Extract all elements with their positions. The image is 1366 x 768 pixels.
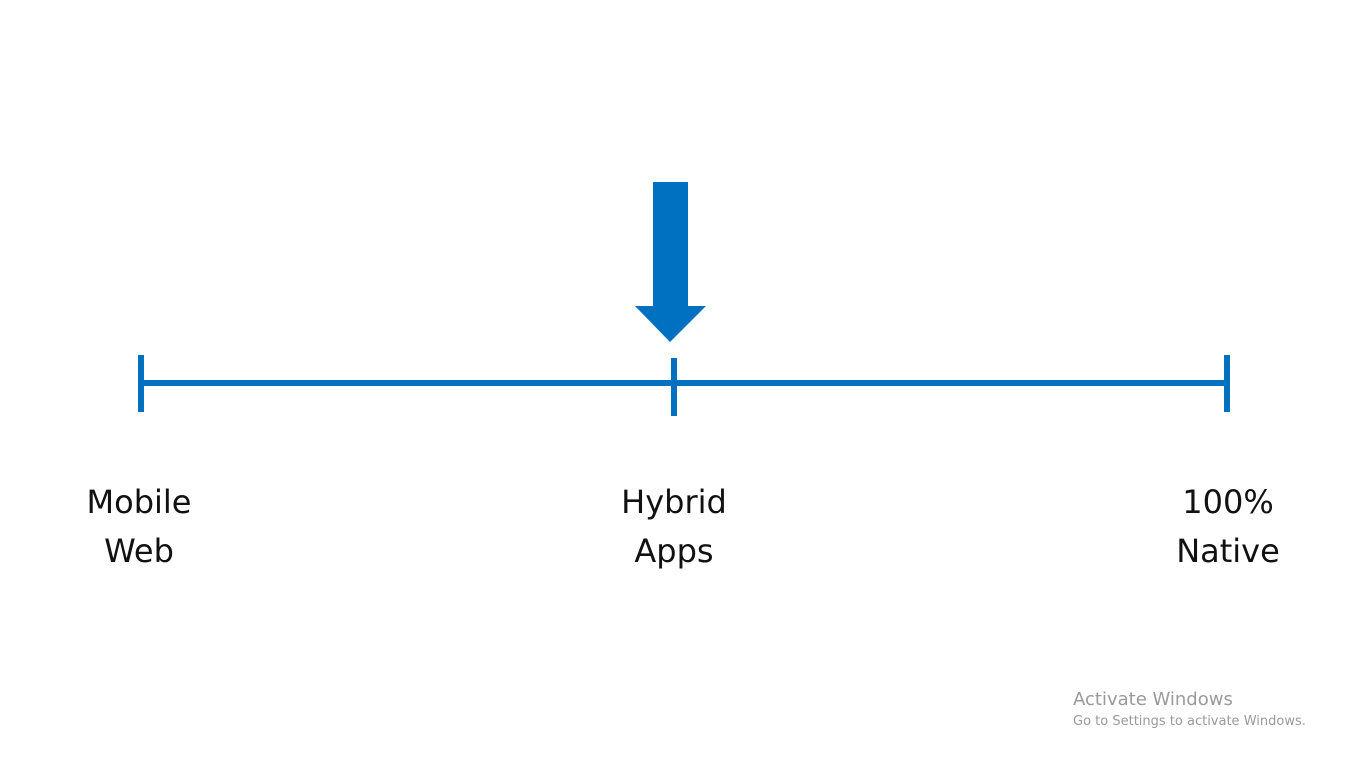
activation-watermark: Activate Windows Go to Settings to activ… [1073,688,1306,732]
stop-label-line2: Apps [634,532,714,570]
stop-label-native: 100% Native [1108,478,1348,576]
watermark-title: Activate Windows [1073,689,1233,710]
stop-label-line2: Native [1176,532,1280,570]
stop-label-line1: 100% [1182,483,1274,521]
stop-label-mobile-web: Mobile Web [19,478,259,576]
stop-label-hybrid-apps: Hybrid Apps [554,478,794,576]
stop-label-line1: Hybrid [621,483,727,521]
stop-label-line2: Web [104,532,174,570]
watermark-subtitle: Go to Settings to activate Windows. [1073,714,1306,729]
down-arrow-icon [635,182,706,342]
stop-label-line1: Mobile [86,483,192,521]
